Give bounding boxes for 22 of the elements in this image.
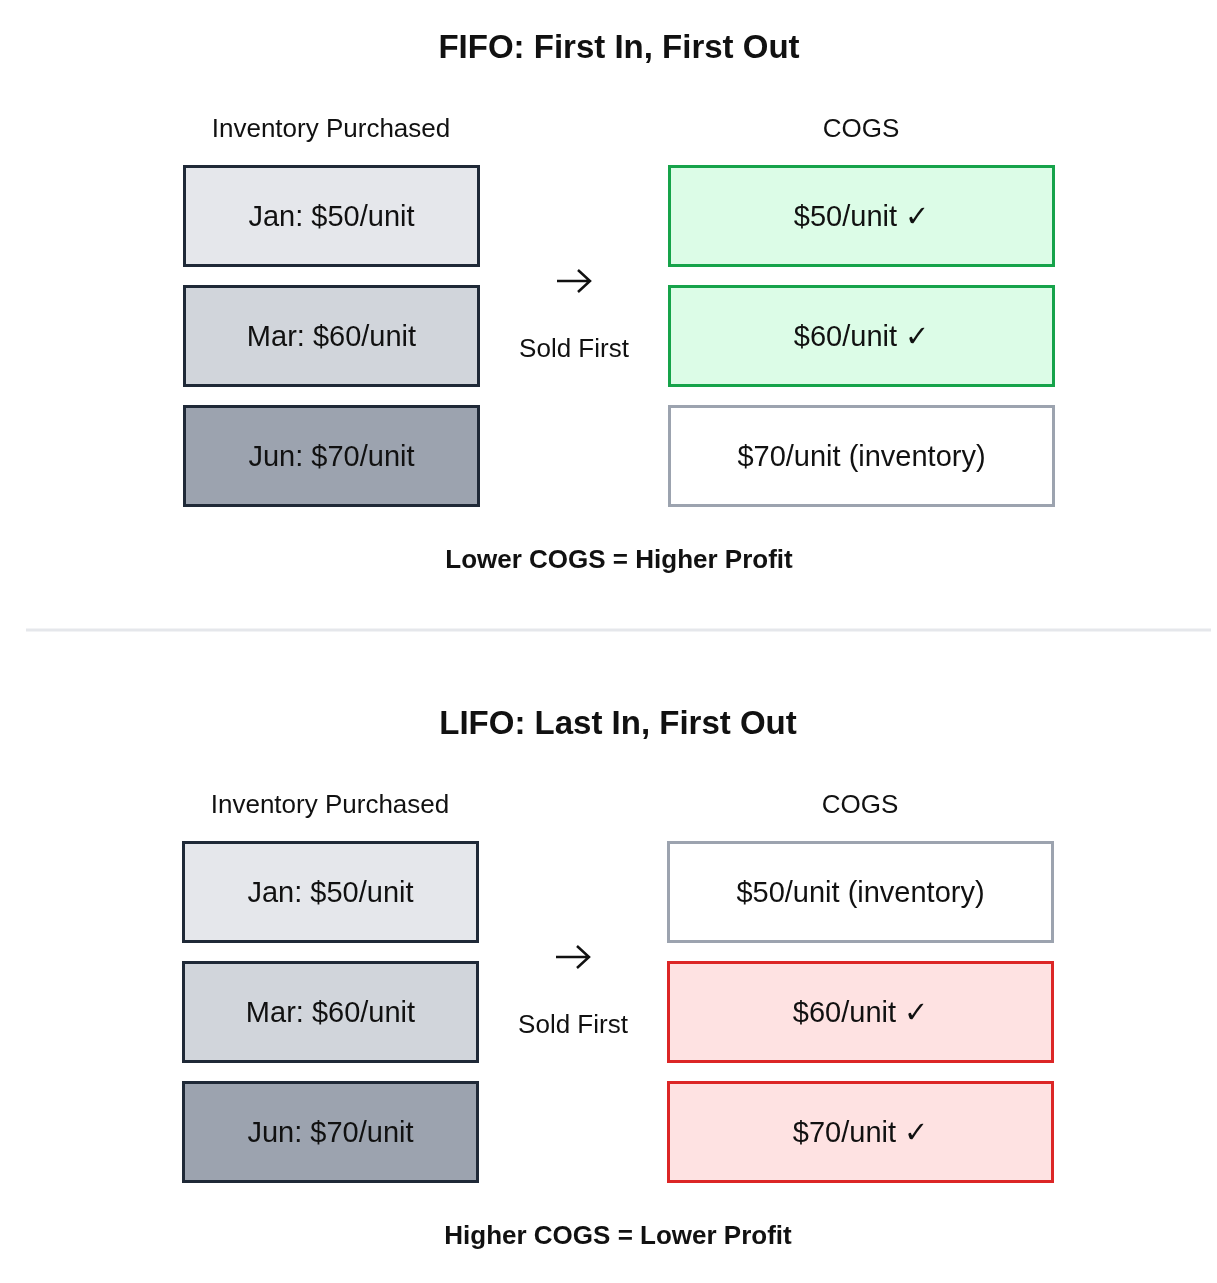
column-heading: COGS [821,789,899,820]
cogs-box: $70/unit ✓ [667,1081,1054,1183]
purchase-box: Mar: $60/unit [183,285,480,387]
column-heading: COGS [822,113,900,144]
purchase-box: Jan: $50/unit [183,165,480,267]
column-heading: Inventory Purchased [210,789,450,820]
cogs-box: $70/unit (inventory) [668,405,1055,507]
purchase-box: Jun: $70/unit [183,405,480,507]
cogs-box: $50/unit ✓ [668,165,1055,267]
arrow-caption: Sold First [519,333,629,364]
purchase-box: Mar: $60/unit [182,961,479,1063]
arrow-caption: Sold First [518,1009,628,1040]
conclusion-text: Higher COGS = Lower Profit [444,1220,792,1251]
cogs-box: $50/unit (inventory) [667,841,1054,943]
column-heading: Inventory Purchased [211,113,451,144]
section-title: FIFO: First In, First Out [438,28,800,66]
conclusion-text: Lower COGS = Higher Profit [445,544,793,575]
purchase-box: Jan: $50/unit [182,841,479,943]
cogs-box: $60/unit ✓ [668,285,1055,387]
purchase-box: Jun: $70/unit [182,1081,479,1183]
section-title: LIFO: Last In, First Out [439,704,797,742]
cogs-box: $60/unit ✓ [667,961,1054,1063]
